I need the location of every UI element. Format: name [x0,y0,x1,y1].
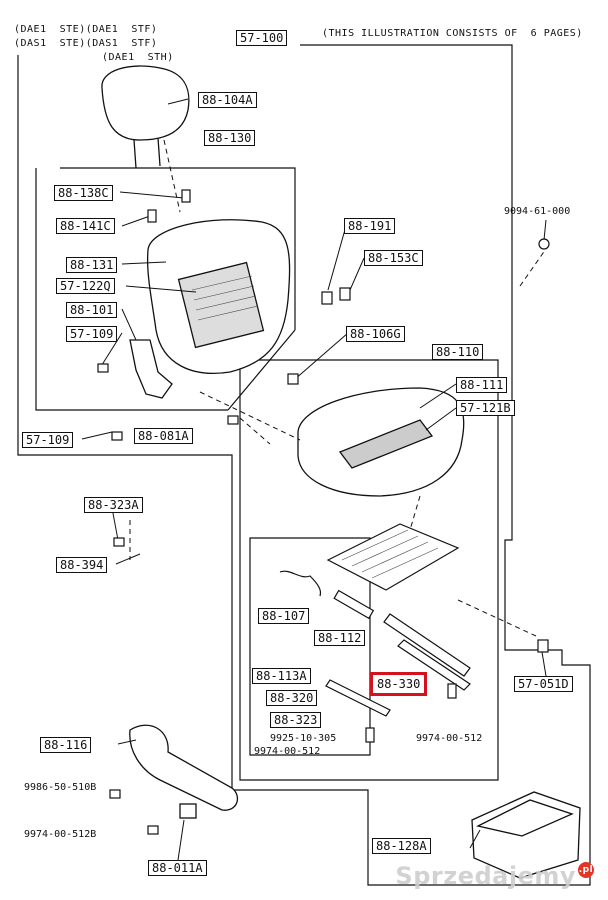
part-number-9974-00-512b: 9974-00-512B [24,829,97,840]
watermark-logo: Sprzedajemy.pl [395,862,594,890]
callout-57-109-b: 57-109 [22,432,74,448]
part-number-9925-10-305: 9925-10-305 [270,733,337,744]
callout-88-141c: 88-141C [56,218,115,234]
callout-88-330-highlighted: 88-330 [370,672,428,696]
callout-88-110: 88-110 [432,344,484,360]
callout-88-153c: 88-153C [364,250,423,266]
callout-57-121b: 57-121B [456,400,515,416]
model-code-line-3: (DAE1 STH) [102,52,174,63]
callout-88-106g: 88-106G [346,326,405,342]
callout-88-323a: 88-323A [84,497,143,513]
callout-88-323: 88-323 [270,712,322,728]
callout-88-104a: 88-104A [198,92,257,108]
illustration-note: (THIS ILLUSTRATION CONSISTS OF 6 PAGES) [322,28,583,39]
model-code-line-1: (DAE1 STE)(DAE1 STF) [14,24,158,35]
callout-88-101: 88-101 [66,302,118,318]
callout-88-112: 88-112 [314,630,366,646]
callout-57-109-a: 57-109 [66,326,118,342]
model-code-line-2: (DAS1 STE)(DAS1 STF) [14,38,158,49]
callout-57-051d: 57-051D [514,676,573,692]
part-number-9986-50-510b: 9986-50-510B [24,782,97,793]
callout-88-130: 88-130 [204,130,256,146]
callout-88-081a: 88-081A [134,428,193,444]
callout-88-111: 88-111 [456,377,508,393]
callout-88-394: 88-394 [56,557,108,573]
callout-57-122q: 57-122Q [56,278,115,294]
part-number-9974-00-512-b: 9974-00-512 [416,733,483,744]
callout-88-191: 88-191 [344,218,396,234]
ref-code-label: 57-100 [236,30,288,46]
callout-88-116: 88-116 [40,737,92,753]
callout-88-138c: 88-138C [54,185,113,201]
part-number-9094-61-000: 9094-61-000 [504,206,571,217]
callout-88-128a: 88-128A [372,838,431,854]
callout-88-113a: 88-113A [252,668,311,684]
callout-88-011a: 88-011A [148,860,207,876]
part-number-9974-00-512-a: 9974-00-512 [254,746,321,757]
callout-88-107: 88-107 [258,608,310,624]
callout-88-320: 88-320 [266,690,318,706]
callout-88-131: 88-131 [66,257,118,273]
